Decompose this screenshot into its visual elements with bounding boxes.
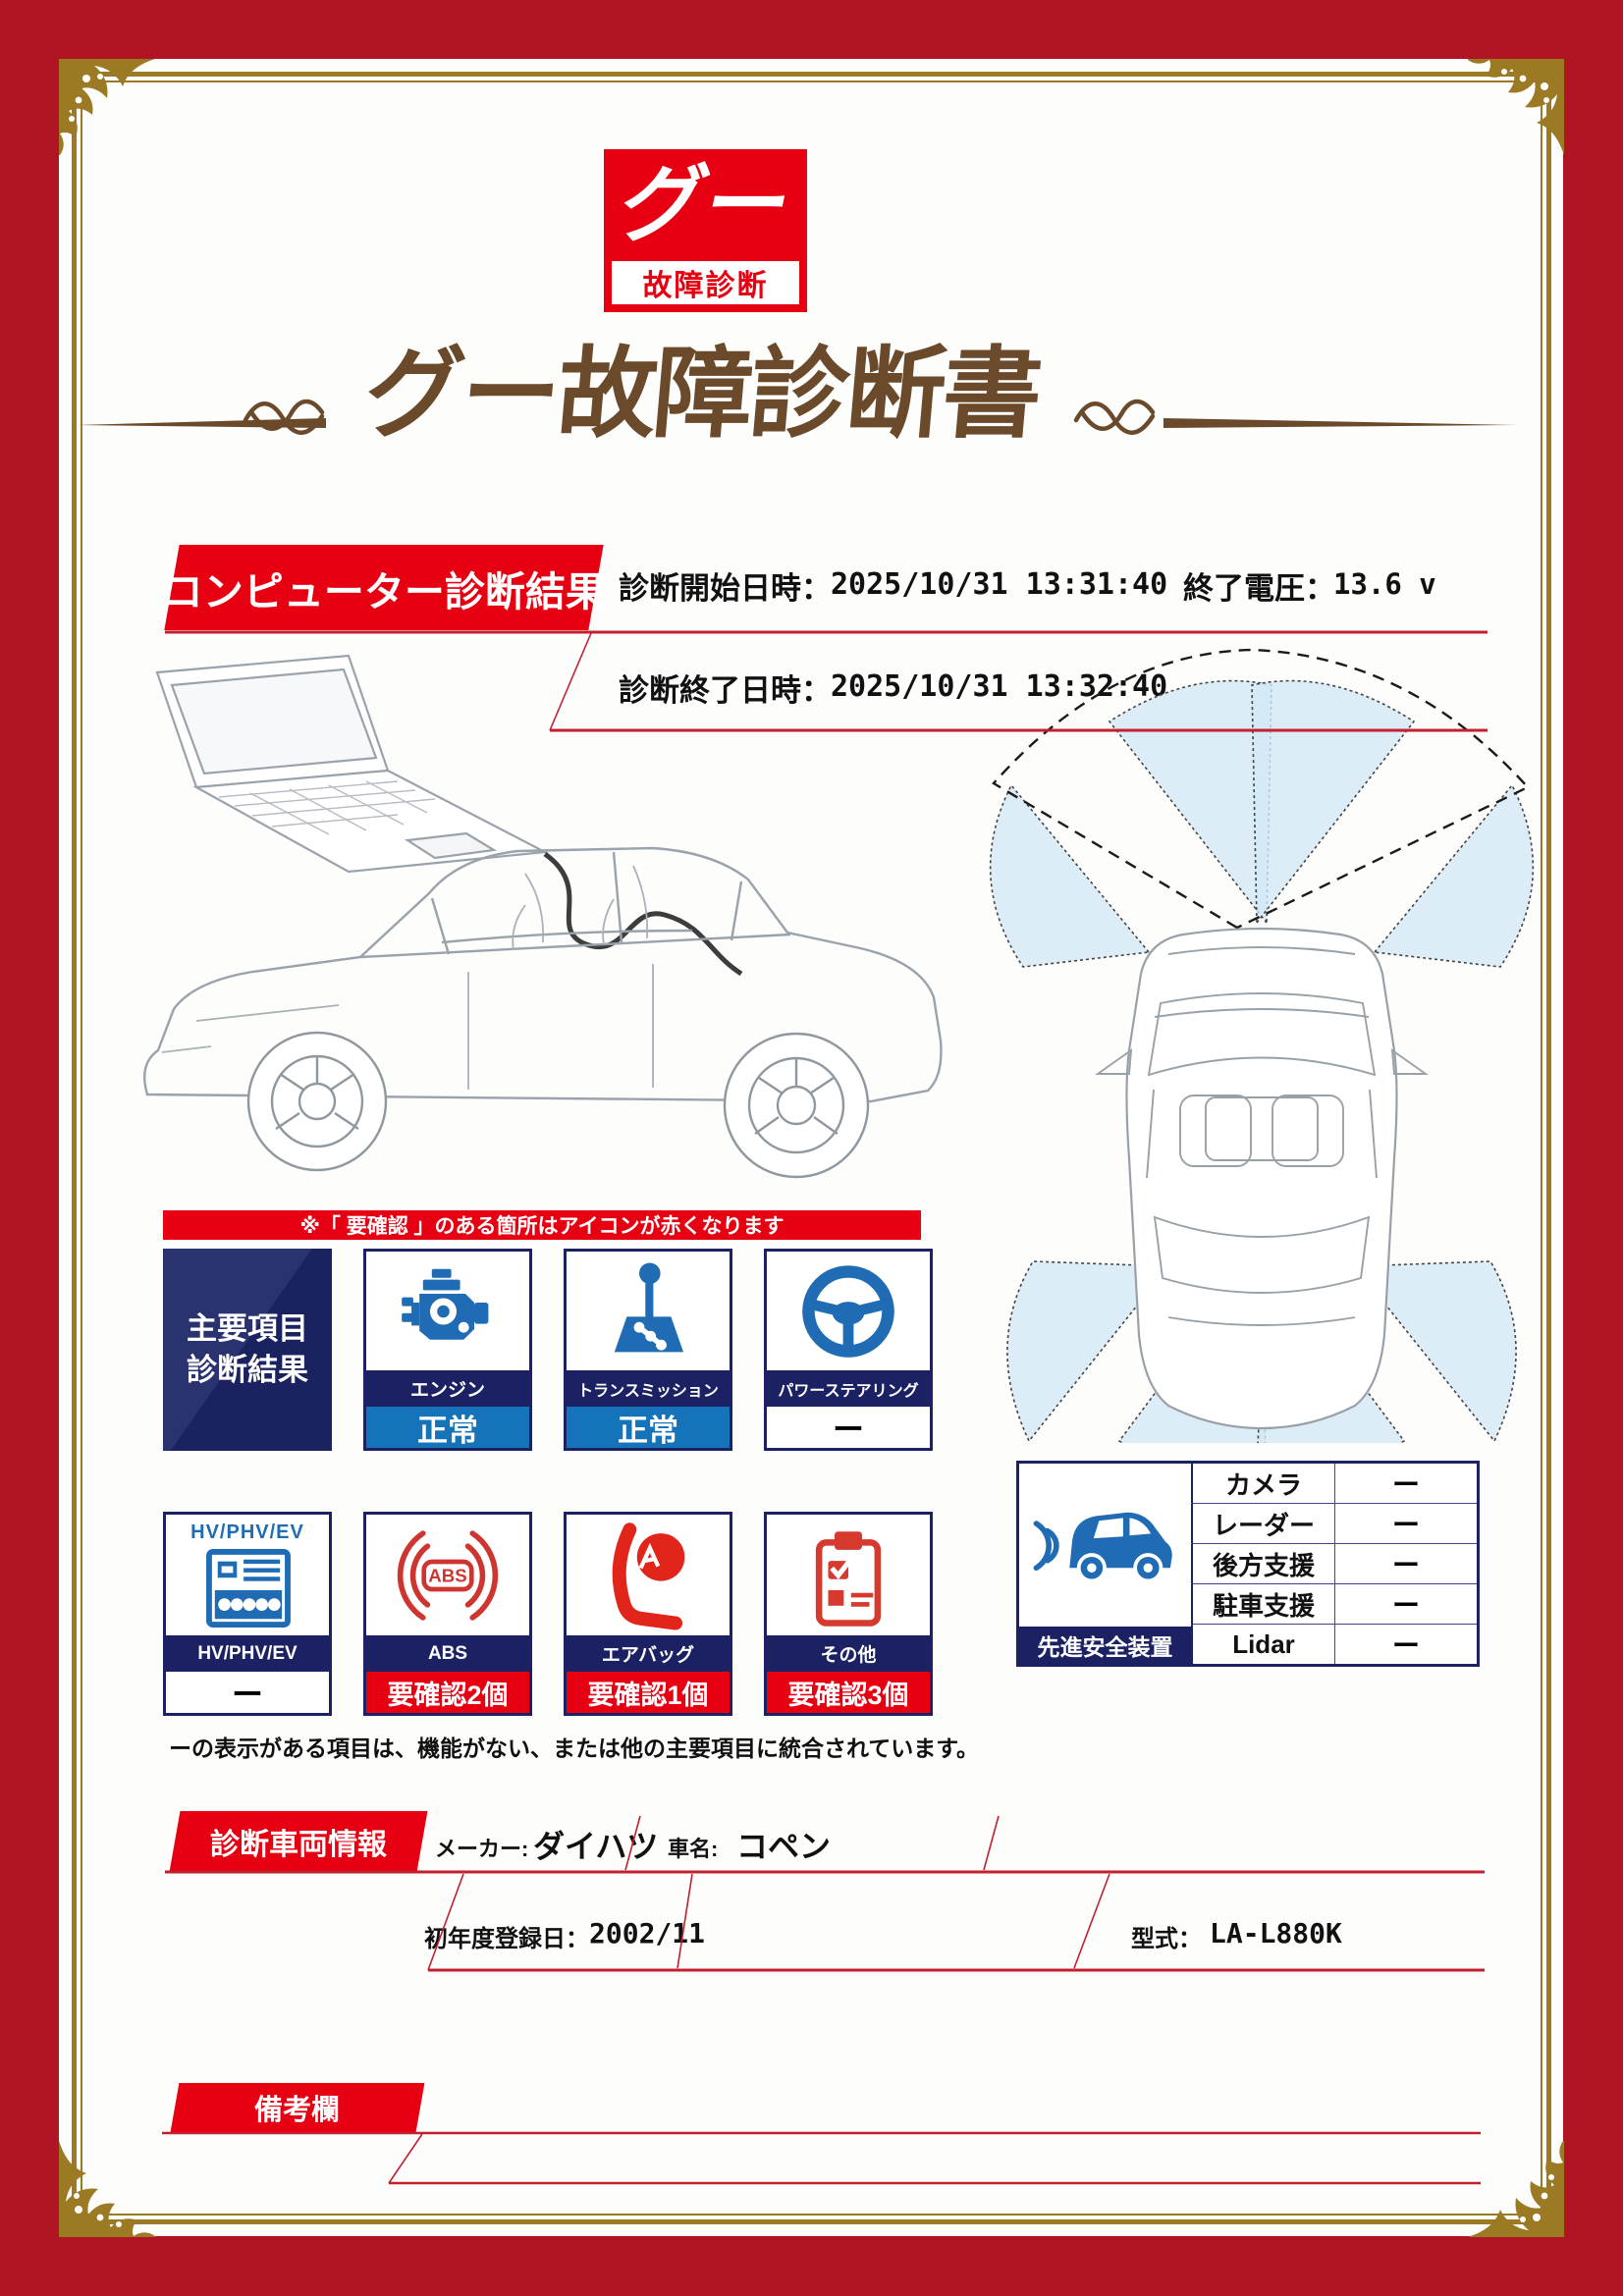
hv-battery-icon: [206, 1548, 291, 1629]
maker-label: メーカー:: [435, 1837, 529, 1861]
abs-icon: ABS: [397, 1529, 499, 1621]
safety-icon-cell: 先進安全装置: [1019, 1464, 1191, 1664]
safety-table-label: 先進安全装置: [1019, 1627, 1191, 1664]
diag-voltage-label: 終了電圧：: [1183, 571, 1335, 606]
steering-wheel-icon: [802, 1264, 894, 1358]
card-other: その他 要確認3個: [764, 1512, 933, 1716]
card-hv-phv-ev: HV/PHV/EV HV/PHV/EV ー: [163, 1512, 332, 1716]
remarks-banner-label: 備考欄: [254, 2095, 341, 2126]
diag-end-label: 診断終了日時：: [619, 673, 832, 708]
safety-row-camera-value: ー: [1334, 1464, 1477, 1503]
hv-top-text: HV/PHV/EV: [190, 1522, 304, 1543]
notice-strip: ※「 要確認 」のある箇所はアイコンが赤くなります: [163, 1210, 921, 1240]
connected-car-icon: [1033, 1512, 1172, 1583]
safety-row-lidar-label: Lidar: [1191, 1624, 1334, 1664]
safety-devices-table: 先進安全装置 カメラ ー レーダー ー 後方支援 ー 駐車支援 ー Lidar …: [1016, 1461, 1480, 1667]
card-hv-status: ー: [166, 1672, 329, 1713]
goo-logo: グー 故障診断: [604, 149, 807, 312]
first-registration-label: 初年度登録日：: [424, 1926, 589, 1952]
safety-row-rear-support-label: 後方支援: [1191, 1543, 1334, 1583]
card-hv-label: HV/PHV/EV: [166, 1635, 329, 1672]
car-name-label: 車名:: [668, 1837, 719, 1861]
card-engine: エンジン 正常: [363, 1249, 532, 1451]
main-panel-line1: 主要項目: [187, 1311, 308, 1347]
computer-diagnosis-banner: コンピューター診断結果: [162, 545, 606, 630]
transmission-icon: [614, 1262, 683, 1352]
main-panel-line2: 診断結果: [187, 1353, 308, 1387]
card-airbag: エアバッグ 要確認1個: [564, 1512, 732, 1716]
clipboard-icon: [815, 1530, 882, 1627]
safety-row-radar-value: ー: [1334, 1503, 1477, 1543]
first-registration-value: 2002/11: [589, 1917, 706, 1949]
safety-row-radar-label: レーダー: [1191, 1503, 1334, 1543]
vehicle-info-banner: 診断車両情報: [169, 1811, 428, 1872]
engine-icon: [402, 1268, 489, 1340]
card-abs-label: ABS: [366, 1635, 529, 1672]
car-name-value: コペン: [736, 1829, 832, 1864]
safety-row-parking-support-value: ー: [1334, 1583, 1477, 1624]
safety-row-parking-support-label: 駐車支援: [1191, 1583, 1334, 1624]
model-code-label: 型式：: [1131, 1926, 1202, 1952]
safety-row-camera-label: カメラ: [1191, 1464, 1334, 1503]
obd-cable: [543, 851, 743, 977]
top-view-sensor-illustration: [989, 648, 1535, 1443]
safety-row-rear-support-value: ー: [1334, 1543, 1477, 1583]
card-power-steering-status: ー: [767, 1407, 930, 1448]
computer-diagnosis-banner-label: コンピューター診断結果: [162, 568, 606, 614]
grid-footnote: ーの表示がある項目は、機能がない、または他の主要項目に統合されています。: [169, 1735, 980, 1761]
main-items-panel: 主要項目 診断結果: [163, 1249, 332, 1451]
page-title: グー故障診断書: [360, 340, 1044, 450]
diag-start-label: 診断開始日時：: [619, 571, 832, 606]
diag-start-value: 2025/10/31 13:31:40: [831, 567, 1168, 602]
card-other-label: その他: [767, 1635, 930, 1672]
remarks-banner: 備考欄: [170, 2083, 425, 2132]
front-sensor-zone-outline: [992, 648, 1530, 930]
maker-value: ダイハツ: [533, 1829, 659, 1864]
card-transmission-label: トランスミッション: [567, 1370, 730, 1407]
card-abs-status: 要確認2個: [366, 1672, 529, 1713]
diag-voltage-value: 13.6 v: [1333, 567, 1436, 601]
card-abs: ABS ABS 要確認2個: [363, 1512, 532, 1716]
notice-text: ※「 要確認 」のある箇所はアイコンが赤くなります: [299, 1215, 784, 1238]
laptop-car-illustration: [143, 654, 943, 1179]
goo-logo-subtitle: 故障診断: [612, 261, 799, 304]
card-airbag-label: エアバッグ: [567, 1635, 730, 1672]
card-transmission: トランスミッション 正常: [564, 1249, 732, 1451]
card-power-steering-label: パワーステアリング: [767, 1370, 930, 1407]
card-engine-label: エンジン: [366, 1370, 529, 1407]
card-airbag-status: 要確認1個: [567, 1672, 730, 1713]
abs-icon-text: ABS: [428, 1565, 466, 1585]
vehicle-info-banner-label: 診断車両情報: [210, 1829, 387, 1861]
card-engine-status: 正常: [366, 1407, 529, 1448]
goo-logo-mark: グー: [611, 158, 800, 252]
card-power-steering: パワーステアリング ー: [764, 1249, 933, 1451]
safety-row-lidar-value: ー: [1334, 1624, 1477, 1664]
airbag-icon: [612, 1522, 685, 1630]
card-transmission-status: 正常: [567, 1407, 730, 1448]
card-other-status: 要確認3個: [767, 1672, 930, 1713]
model-code-value: LA-L880K: [1210, 1917, 1342, 1949]
